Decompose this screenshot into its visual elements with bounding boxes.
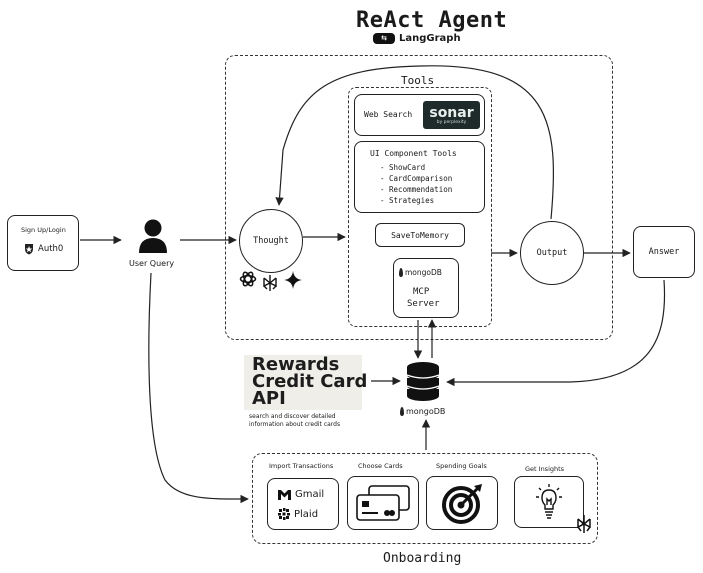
perplexity-icon [577, 515, 591, 533]
plaid-row: Plaid [278, 508, 318, 520]
choose-cards-label: Choose Cards [358, 462, 403, 470]
rewards-api-desc-line2: information about credit cards [249, 421, 341, 428]
ui-tools-box: UI Component Tools - ShowCard - CardComp… [354, 141, 485, 213]
plaid-icon [278, 508, 290, 520]
auth0-badge: Auth0 [24, 243, 63, 255]
choose-cards-card [347, 476, 419, 530]
onboarding-region [252, 453, 598, 544]
rewards-api-title-line2: Credit Card [252, 371, 368, 392]
save-to-memory-box: SaveToMemory [375, 223, 465, 247]
rewards-api-title-line1: Rewards [252, 354, 340, 375]
spending-goals-label: Spending Goals [436, 462, 487, 470]
get-insights-card [514, 476, 584, 528]
auth0-label: Auth0 [38, 244, 64, 254]
web-search-box: Web Search sonar by perplexity [354, 94, 485, 136]
web-search-label: Web Search [364, 110, 413, 119]
tools-region [348, 87, 492, 327]
mcp-server-box: mongoDB MCP Server [393, 258, 459, 318]
mcp-mongodb-badge: mongoDB [399, 268, 442, 277]
target-icon [442, 484, 482, 524]
import-transactions-label: Import Transactions [269, 462, 334, 470]
sonar-logo: sonar by perplexity [423, 101, 480, 129]
auth0-shield-icon [25, 244, 33, 255]
rewards-api-desc-line1: search and discover detailed [249, 413, 336, 420]
thought-node: Thought [239, 209, 303, 273]
gmail-icon [278, 489, 291, 500]
diagram-title: ReAct Agent [356, 8, 508, 33]
mcp-label: MCP [413, 287, 430, 297]
mcp-mongodb-label: mongoDB [405, 268, 442, 277]
server-label: Server [407, 299, 440, 309]
perplexity-icon [263, 275, 277, 291]
answer-box: Answer [633, 226, 695, 278]
signup-label: Sign Up/Login [21, 226, 66, 234]
database-mongodb-label: mongoDB [406, 407, 446, 416]
plaid-label: Plaid [294, 508, 319, 520]
arrow-user-to-onboarding [148, 272, 249, 504]
ui-tools-title: UI Component Tools [370, 149, 457, 158]
mongodb-leaf-icon [400, 407, 404, 416]
ui-tool-cardcomparison: - CardComparison [380, 174, 453, 183]
langgraph-badge: ⇆ LangGraph [373, 33, 461, 44]
ui-tool-strategies: - Strategies [380, 196, 435, 205]
import-transactions-card: Gmail Plaid [267, 478, 339, 530]
tools-label: Tools [401, 74, 435, 87]
langgraph-label: LangGraph [399, 33, 461, 44]
mongodb-leaf-icon [399, 268, 403, 277]
rewards-api-block [244, 355, 362, 410]
sonar-logo-text: sonar [429, 104, 474, 121]
gmail-label: Gmail [295, 489, 325, 500]
ui-tool-showcard: - ShowCard [380, 163, 426, 172]
database-icon [406, 362, 440, 401]
signup-box: Sign Up/Login Auth0 [7, 215, 79, 271]
gmail-row: Gmail [278, 489, 324, 500]
onboarding-label: Onboarding [383, 551, 462, 566]
user-icon [139, 219, 167, 253]
sonar-logo-sub: by perplexity [436, 119, 467, 125]
credit-card-icon [356, 485, 410, 521]
agent-region [225, 55, 613, 340]
openai-icon [239, 271, 257, 287]
langgraph-logo-icon: ⇆ [373, 33, 395, 44]
database-mongodb-badge: mongoDB [400, 407, 445, 416]
lightbulb-icon [536, 484, 562, 519]
user-query-label: User Query [129, 259, 175, 268]
ui-tool-recommendation: - Recommendation [380, 185, 453, 194]
arrow-answer-to-db [446, 279, 666, 387]
arrow-output-loop-to-thought [275, 65, 555, 220]
spending-goals-card [426, 476, 498, 530]
gemini-star-icon [284, 271, 302, 289]
output-node: Output [520, 221, 584, 285]
get-insights-label: Get Insights [525, 465, 565, 473]
rewards-api-title-line3: API [252, 388, 286, 409]
